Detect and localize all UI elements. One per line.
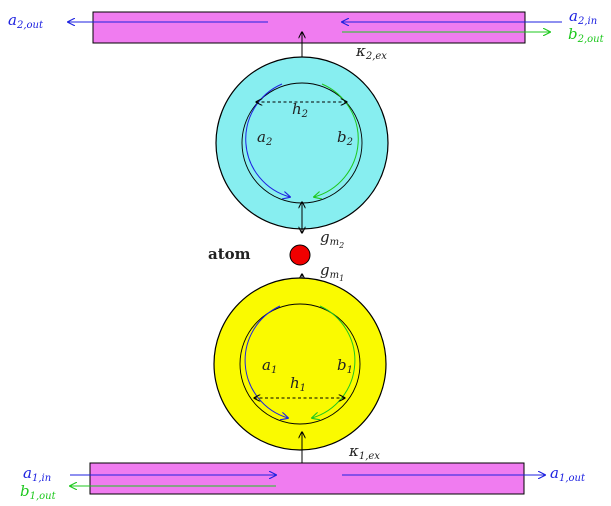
h2-label: h2 [292,100,309,120]
gm1-label: gm1 [320,261,345,283]
b2-out-label: b2,out [568,25,604,45]
b1-label: b1 [337,356,353,376]
kappa1-ex-label: κ1,ex [349,442,380,462]
top-waveguide [92,11,526,44]
a1-in-label: a1,in [23,464,52,484]
b1-out-label: b1,out [20,482,56,502]
b2-mode-arrow [314,83,359,197]
a2-mode-arrow [245,83,290,197]
a1-mode-arrow [244,305,288,418]
a2-in-label: a2,in [569,7,598,27]
gm2-label: gm2 [320,228,345,250]
bottom-cavity-inner-ring [239,303,361,425]
b2-label: b2 [337,128,353,148]
atom [289,244,311,266]
a1-out-label: a1,out [550,464,585,484]
b1-mode-arrow [312,305,356,418]
a1-label: a1 [262,356,278,376]
atom-label: atom [208,245,251,263]
kappa2-ex-label: κ2,ex [356,42,387,62]
a2-out-label: a2,out [8,11,43,31]
a2-label: a2 [257,128,273,148]
h1-label: h1 [290,374,307,394]
bottom-waveguide [89,462,525,495]
